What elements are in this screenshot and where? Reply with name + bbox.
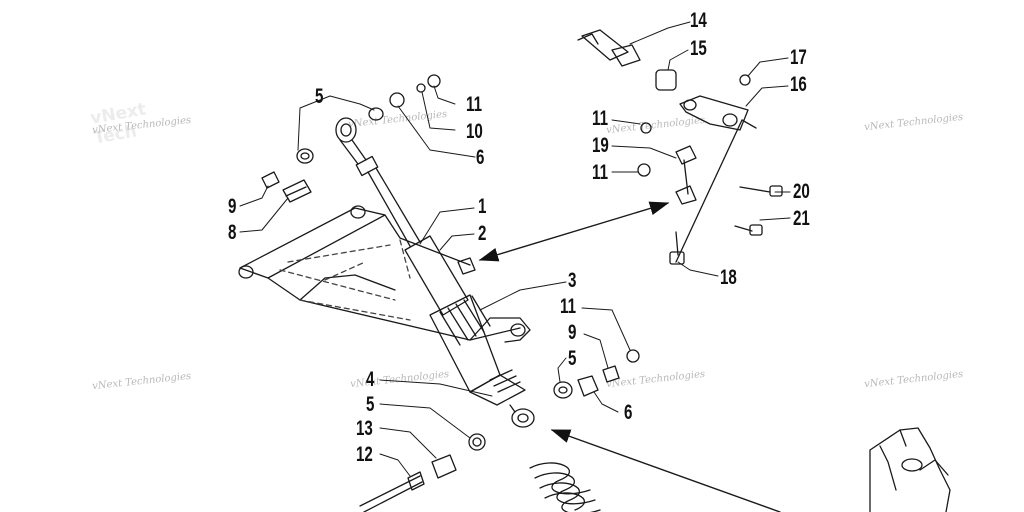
arrow-spring [550,429,781,512]
callout-5: 5 [315,85,324,108]
callout-8: 8 [228,221,237,244]
callout-3: 3 [568,269,577,292]
spindle-partial [869,427,951,512]
callout-21: 21 [793,207,810,230]
callout-11: 11 [560,295,576,318]
callout-10: 10 [466,120,483,143]
callout-1: 1 [478,195,487,218]
stabilizer-linkage [577,29,783,265]
double-arrow-linkage [478,201,670,262]
callout-16: 16 [790,73,807,96]
callout-19: 19 [592,134,609,157]
lower-bushings-right [553,349,640,399]
callout-15: 15 [690,37,707,60]
leader-lines [239,21,791,477]
callout-5: 5 [366,393,375,416]
callout-9: 9 [568,321,577,344]
callout-12: 12 [356,443,373,466]
callout-17: 17 [790,46,807,69]
callout-20: 20 [793,180,810,203]
callout-13: 13 [356,417,373,440]
callout-5: 5 [568,347,577,370]
callout-18: 18 [720,266,737,289]
upper-bushings-left [261,74,441,203]
callout-9: 9 [228,195,237,218]
callout-4: 4 [366,368,375,391]
callout-11: 11 [466,93,482,116]
callout-11: 11 [592,107,608,130]
callout-14: 14 [690,9,707,32]
callout-6: 6 [476,146,485,169]
lower-bolt-assembly [359,433,486,512]
coil-spring [529,462,601,512]
callout-6: 6 [624,401,633,424]
callout-11: 11 [592,161,608,184]
a-arm [238,205,531,343]
callout-2: 2 [478,222,487,245]
